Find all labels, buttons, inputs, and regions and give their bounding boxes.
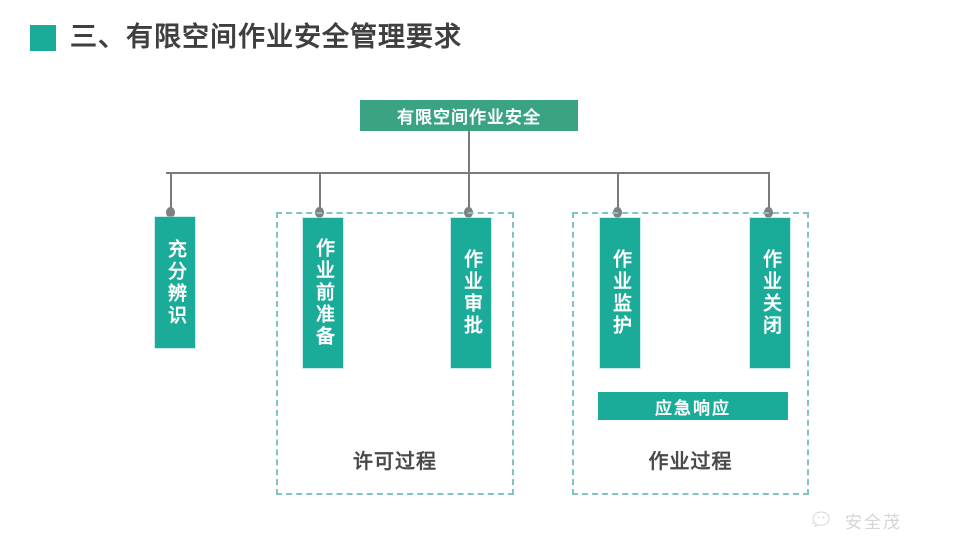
- node-box-作业前准备: 作业前准备: [303, 218, 343, 368]
- connector-drop-1: [170, 173, 172, 212]
- node-box-应急响应: 应急响应: [598, 392, 788, 420]
- connector-dot-1: [166, 207, 175, 218]
- node-label-5: 作业关闭: [759, 249, 782, 337]
- group-permit-process: [276, 212, 514, 495]
- square-bullet-icon: [30, 24, 56, 51]
- connector-root-vertical: [468, 131, 470, 173]
- group-work-process: [572, 212, 809, 495]
- page-title: 三、有限空间作业安全管理要求: [30, 24, 462, 51]
- watermark-text: 安全茂: [845, 513, 902, 533]
- node-label-2: 作业前准备: [312, 238, 335, 348]
- diagram-root-label: 有限空间作业安全: [397, 108, 541, 128]
- connector-drop-5: [768, 173, 770, 212]
- connector-drop-4: [617, 173, 619, 212]
- node-label-3: 作业审批: [460, 249, 483, 337]
- connector-drop-2: [319, 173, 321, 212]
- node-box-作业审批: 作业审批: [451, 218, 491, 368]
- diagram-root-node: 有限空间作业安全: [360, 100, 578, 131]
- node-box-作业监护: 作业监护: [600, 218, 640, 368]
- node-label-4: 作业监护: [609, 249, 632, 337]
- node-box-作业关闭: 作业关闭: [750, 218, 790, 368]
- node-label-emergency: 应急响应: [655, 398, 731, 419]
- wechat-bubble-icon: [812, 511, 830, 527]
- node-label-1: 充分辨识: [164, 238, 187, 327]
- group-work-process-label: 作业过程: [648, 449, 733, 473]
- group-permit-process-label: 许可过程: [353, 449, 437, 473]
- watermark: 安全茂: [812, 508, 902, 533]
- page-title-text: 三、有限空间作业安全管理要求: [70, 22, 462, 53]
- connector-drop-3: [468, 173, 470, 212]
- node-box-充分辨识: 充分辨识: [155, 217, 195, 348]
